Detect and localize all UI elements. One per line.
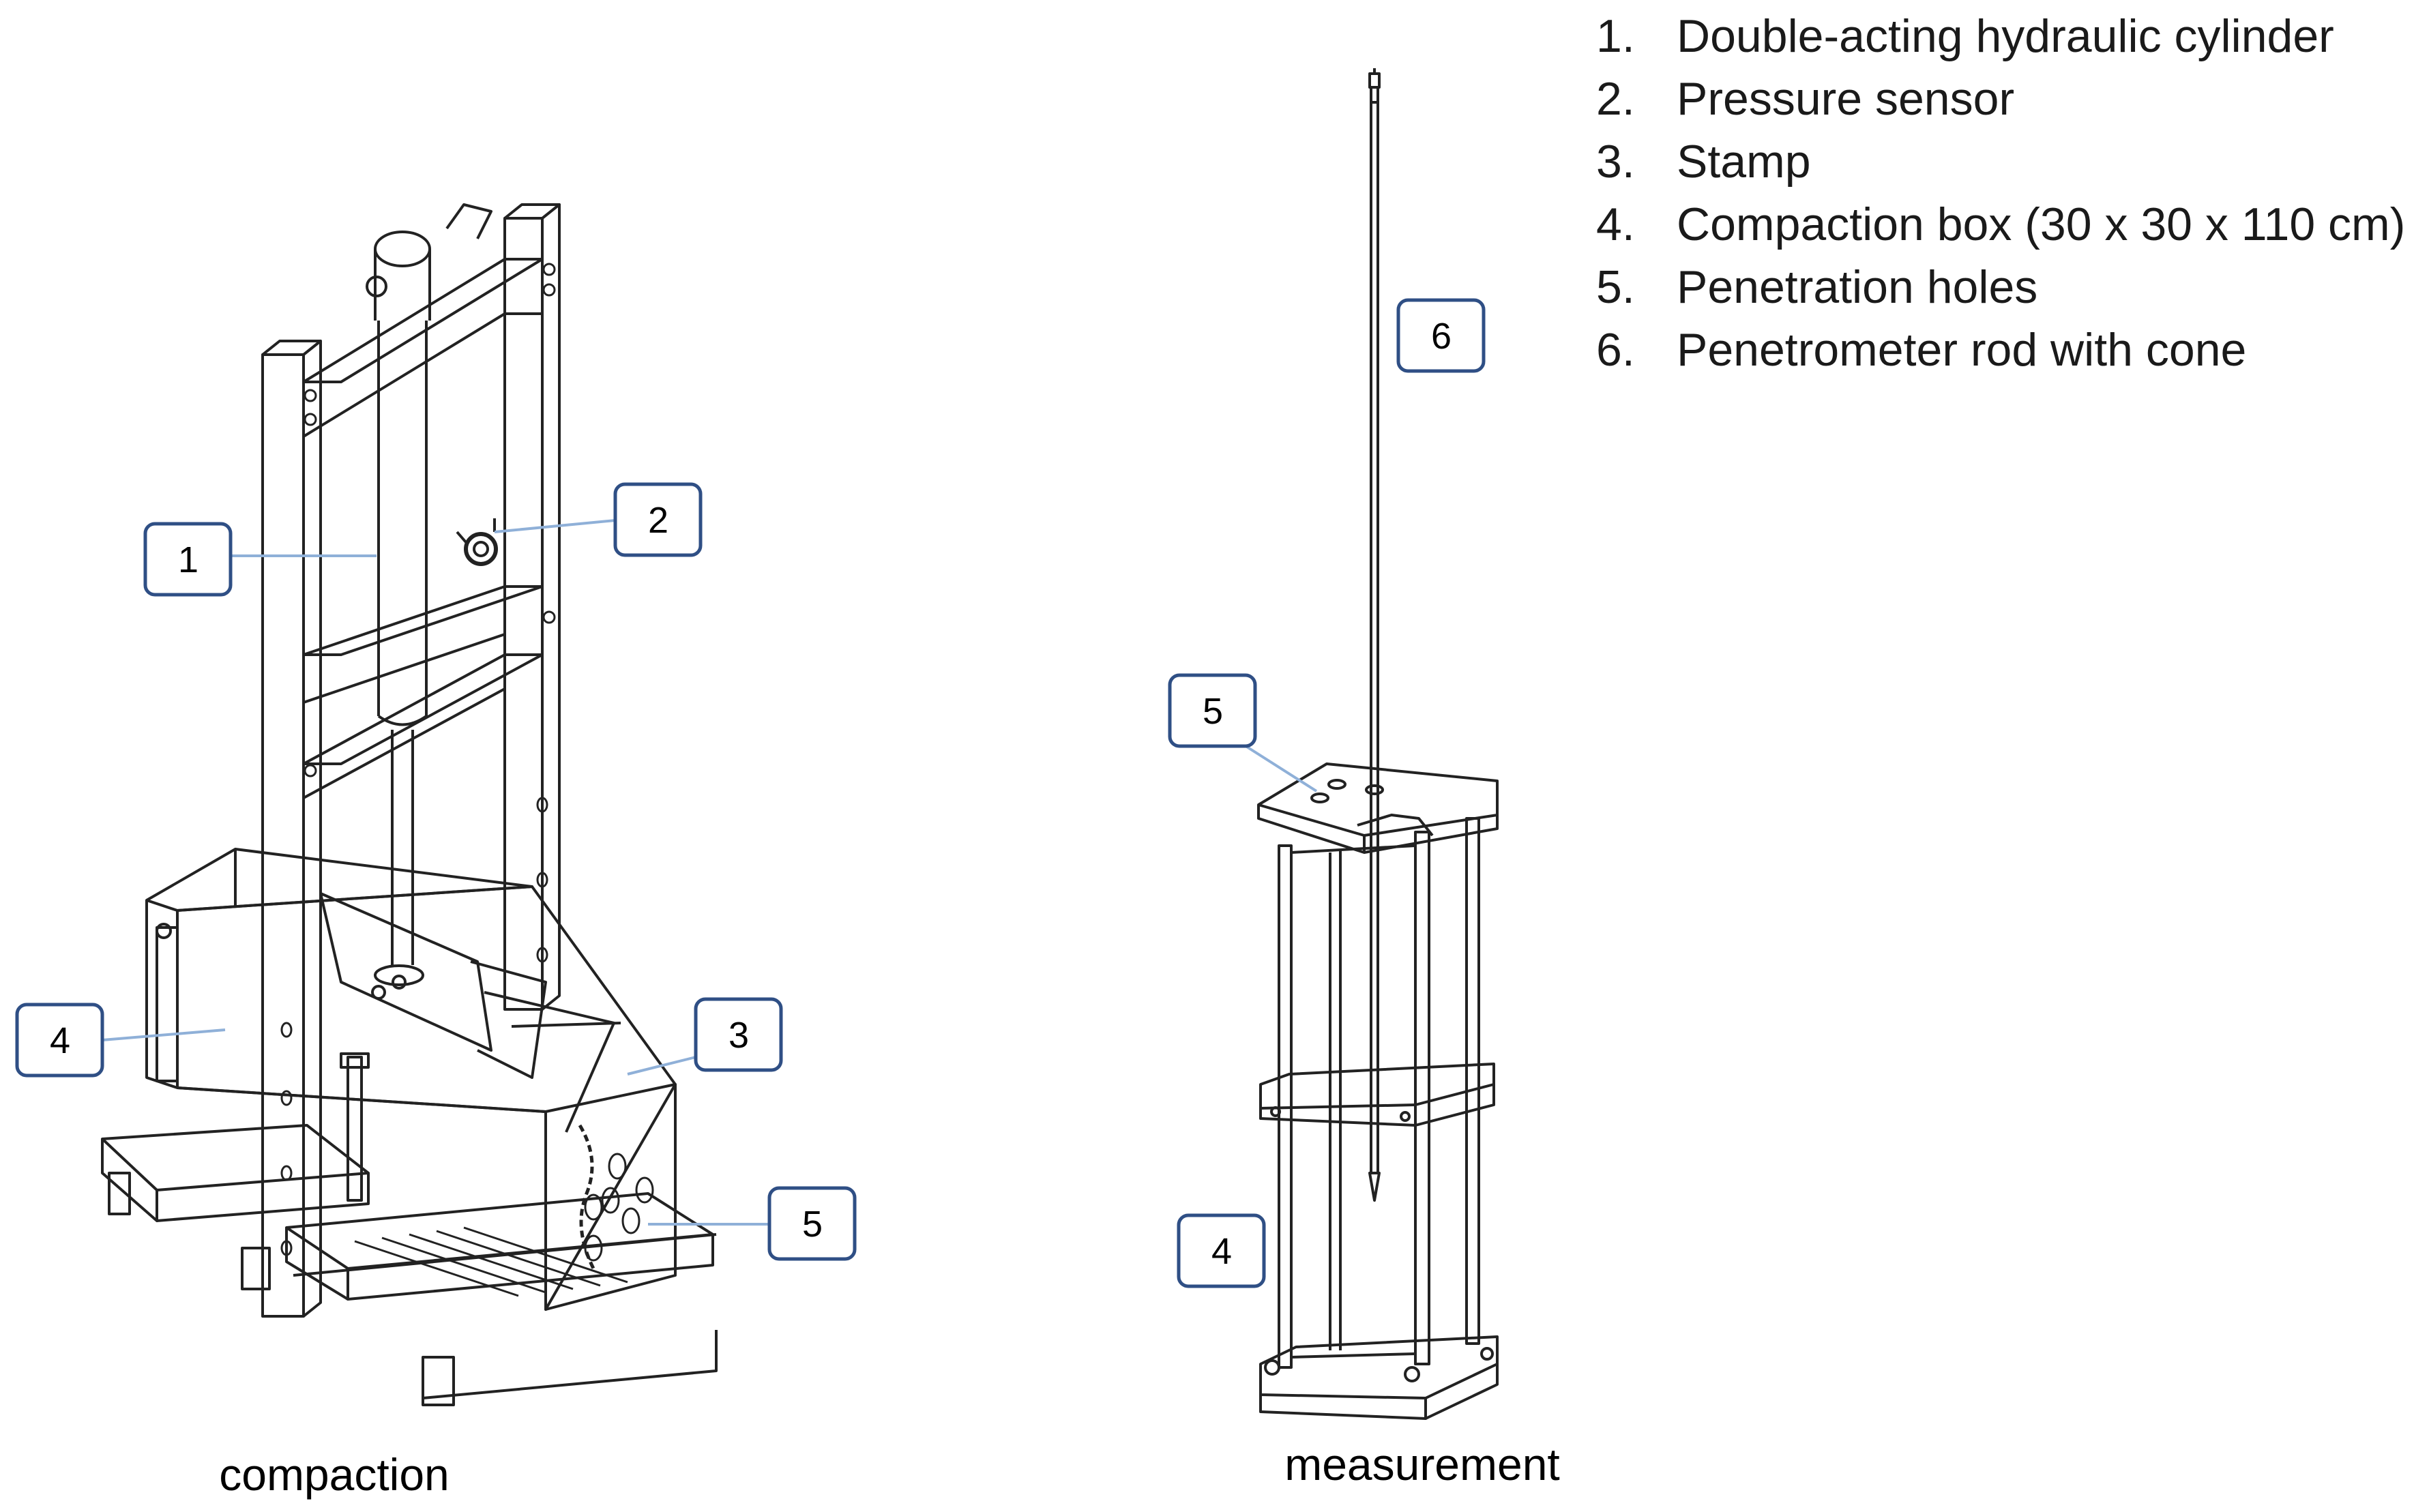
compaction-apparatus-drawing [101,203,718,1406]
legend-list: 1. Double-acting hydraulic cylinder 2. P… [1596,10,2405,386]
callout-4-label: 4 [50,1020,70,1061]
callout-2-box [613,482,703,557]
legend-item: 2. Pressure sensor [1596,72,2405,135]
caption-compaction: compaction [219,1449,450,1500]
callout-m4-label: 4 [1211,1231,1232,1272]
callout-m6-box [1396,298,1486,373]
measurement-apparatus-drawing [1257,68,1499,1420]
legend-text: Stamp [1677,136,1811,188]
legend-text: Double-acting hydraulic cylinder [1677,10,2334,62]
caption-measurement: measurement [1284,1439,1560,1489]
legend-text: Penetration holes [1677,261,2038,313]
legend-item: 4. Compaction box (30 x 30 x 110 cm) [1596,198,2405,261]
legend-number: 5. [1596,261,1635,313]
legend-number: 3. [1596,136,1635,188]
callout-3-box [694,997,783,1072]
callout-1-box [143,522,233,597]
legend-item: 1. Double-acting hydraulic cylinder [1596,10,2405,72]
callout-m5-label: 5 [1203,691,1223,732]
legend-item: 3. Stamp [1596,135,2405,198]
legend-item: 6. Penetrometer rod with cone [1596,323,2405,386]
callout-m6-label: 6 [1431,316,1452,357]
legend-number: 1. [1596,10,1635,62]
callout-m5-box [1168,673,1257,748]
callout-2-label: 2 [648,500,668,541]
legend-number: 4. [1596,198,1635,250]
legend-number: 2. [1596,73,1635,125]
callout-3-label: 3 [728,1015,749,1056]
legend-text: Compaction box (30 x 30 x 110 cm) [1677,198,2406,250]
legend-number: 6. [1596,324,1635,376]
callout-5-label: 5 [802,1204,823,1245]
legend-text: Pressure sensor [1677,73,2015,125]
callout-m4-box [1177,1213,1266,1288]
callout-5-box [767,1186,857,1261]
legend-item: 5. Penetration holes [1596,261,2405,323]
callout-4-box [15,1003,104,1078]
callout-1-label: 1 [178,539,198,580]
legend-text: Penetrometer rod with cone [1677,324,2247,376]
